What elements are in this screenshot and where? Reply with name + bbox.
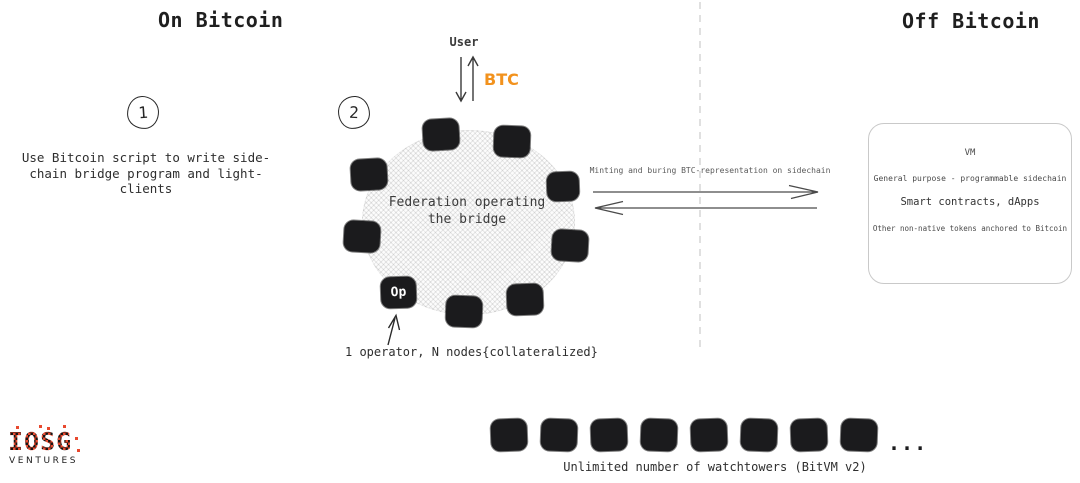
watchtower-node <box>490 418 528 452</box>
iosg-logo: IOSG VENTURES <box>8 425 98 472</box>
minting-burning-label: Minting and buring BTC-representation on… <box>589 166 831 175</box>
watchtower-node <box>840 418 878 452</box>
user-withdraw-arrow-up <box>467 55 479 101</box>
off-bitcoin-title: Off Bitcoin <box>902 9 1040 33</box>
user-label: User <box>449 35 479 49</box>
btc-label: BTC <box>484 70 519 89</box>
federation-node <box>343 220 381 253</box>
watchtower-node <box>640 418 678 452</box>
logo-dot <box>16 426 19 429</box>
user-deposit-arrow-down <box>455 57 467 103</box>
federation-node <box>445 295 483 328</box>
operator-pointer-arrow <box>387 313 401 346</box>
operator-node-label: Op <box>390 284 407 301</box>
logo-dot <box>63 425 66 428</box>
watchtowers-row <box>490 418 878 452</box>
iosg-logo-wordmark: IOSG <box>8 427 73 456</box>
federation-node <box>546 171 580 202</box>
watchtower-node <box>790 418 828 452</box>
watchtower-node <box>540 418 578 452</box>
federation-node <box>350 158 388 191</box>
burning-arrow-left <box>594 200 817 216</box>
federation-node <box>493 125 531 158</box>
federation-node <box>551 229 589 262</box>
federation-node <box>422 118 460 151</box>
logo-dot <box>47 427 50 430</box>
watchtowers-caption: Unlimited number of watchtowers (BitVM v… <box>563 460 867 474</box>
operator-node: Op <box>380 276 417 309</box>
watchtower-node <box>590 418 628 452</box>
watchtowers-ellipsis: ... <box>888 431 928 455</box>
vm-non-native-tokens-line: Other non-native tokens anchored to Bitc… <box>872 224 1068 233</box>
minting-arrow-right <box>593 184 819 200</box>
watchtower-node <box>690 418 728 452</box>
federation-node <box>506 283 544 316</box>
logo-dot <box>75 437 78 440</box>
iosg-logo-subtitle: VENTURES <box>9 456 79 466</box>
vm-smart-contracts-line: Smart contracts, dApps <box>900 196 1040 208</box>
logo-dot <box>39 425 42 428</box>
on-bitcoin-title: On Bitcoin <box>158 8 284 32</box>
operator-caption: 1 operator, N nodes{collateralized} <box>345 345 598 359</box>
logo-dot <box>77 449 80 452</box>
federation-label: Federation operating the bridge <box>388 195 546 227</box>
step-1-description: Use Bitcoin script to write side-chain b… <box>21 150 271 196</box>
vm-general-purpose-line: General purpose - programmable sidechain <box>873 174 1067 183</box>
vm-box: VM General purpose - programmable sidech… <box>868 123 1072 284</box>
watchtower-node <box>740 418 778 452</box>
vm-title: VM <box>964 148 976 158</box>
